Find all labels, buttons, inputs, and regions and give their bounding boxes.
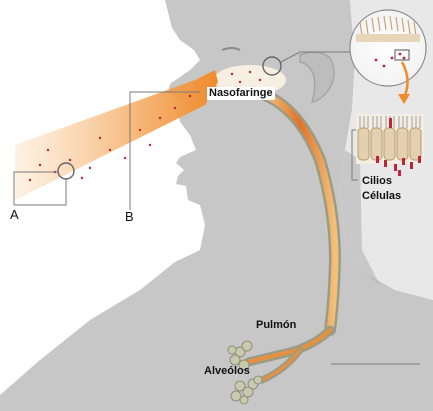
- label-alveolos: Alveólos: [204, 366, 250, 377]
- label-celulas: Células: [362, 191, 401, 202]
- label-nasofaringe: Nasofaringe: [207, 87, 275, 100]
- label-b: B: [125, 210, 134, 223]
- label-cilios: Cilios: [362, 176, 392, 187]
- label-pulmon: Pulmón: [256, 320, 296, 331]
- cilia-lens: [350, 10, 426, 86]
- label-a: A: [10, 208, 19, 221]
